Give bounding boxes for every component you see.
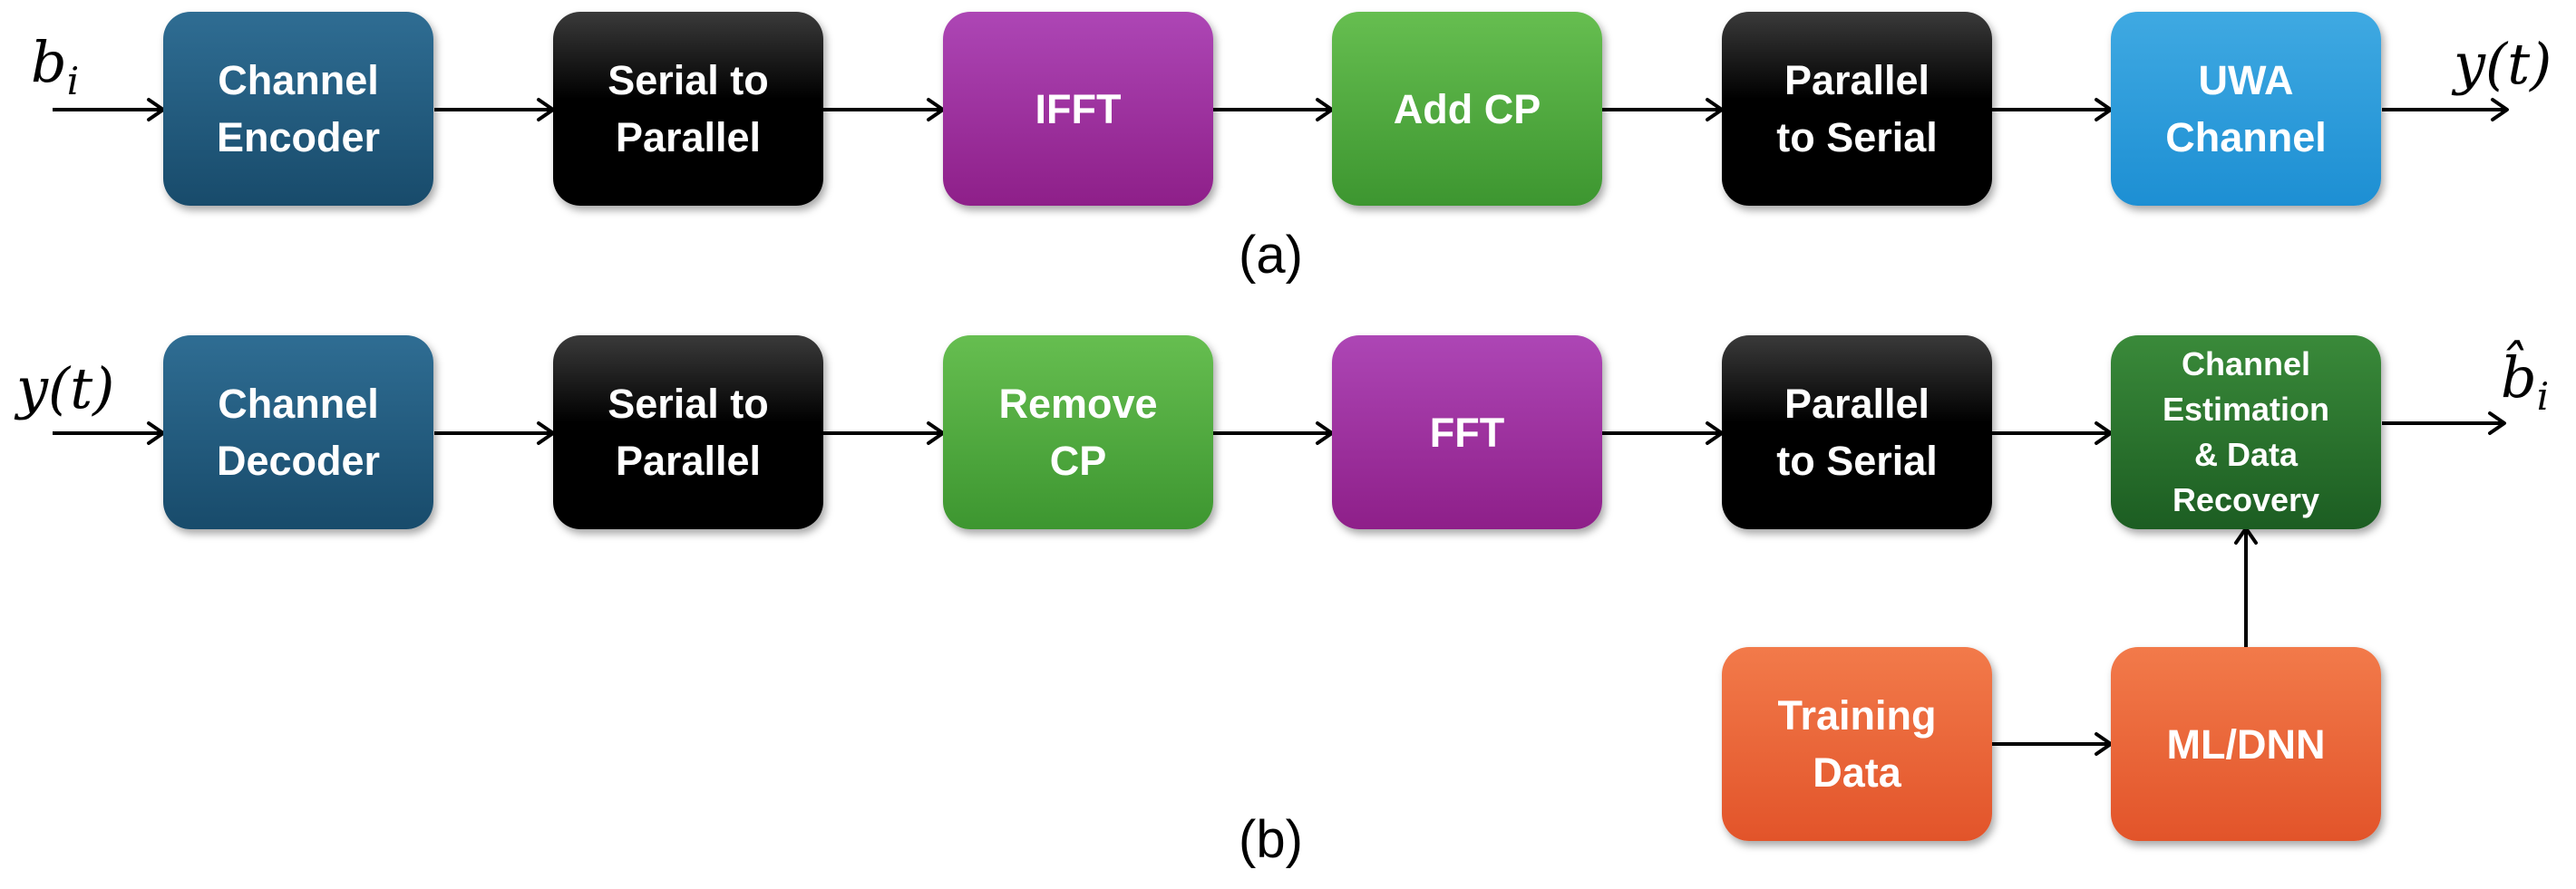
serial-to-parallel-block-a: Serial to Parallel — [553, 12, 823, 206]
input-symbol-a: bi — [31, 29, 80, 104]
channel-estimation-block: Channel Estimation & Data Recovery — [2111, 335, 2381, 529]
caption-b: (b) — [1239, 810, 1303, 869]
add-cp-block: Add CP — [1332, 12, 1602, 206]
channel-encoder-block: Channel Encoder — [163, 12, 433, 206]
remove-cp-block: Remove CP — [943, 335, 1213, 529]
uwa-channel-block: UWA Channel — [2111, 12, 2381, 206]
caption-a: (a) — [1239, 226, 1303, 285]
parallel-to-serial-block-b: Parallel to Serial — [1722, 335, 1992, 529]
serial-to-parallel-block-b: Serial to Parallel — [553, 335, 823, 529]
input-symbol-b: y(t) — [16, 355, 115, 421]
ifft-block: IFFT — [943, 12, 1213, 206]
channel-decoder-block: Channel Decoder — [163, 335, 433, 529]
output-symbol-a: y(t) — [2454, 31, 2552, 97]
parallel-to-serial-block-a: Parallel to Serial — [1722, 12, 1992, 206]
training-data-block: Training Data — [1722, 647, 1992, 841]
ml-dnn-block: ML/DNN — [2111, 647, 2381, 841]
output-symbol-b: b̂i — [2501, 344, 2550, 420]
fft-block: FFT — [1332, 335, 1602, 529]
